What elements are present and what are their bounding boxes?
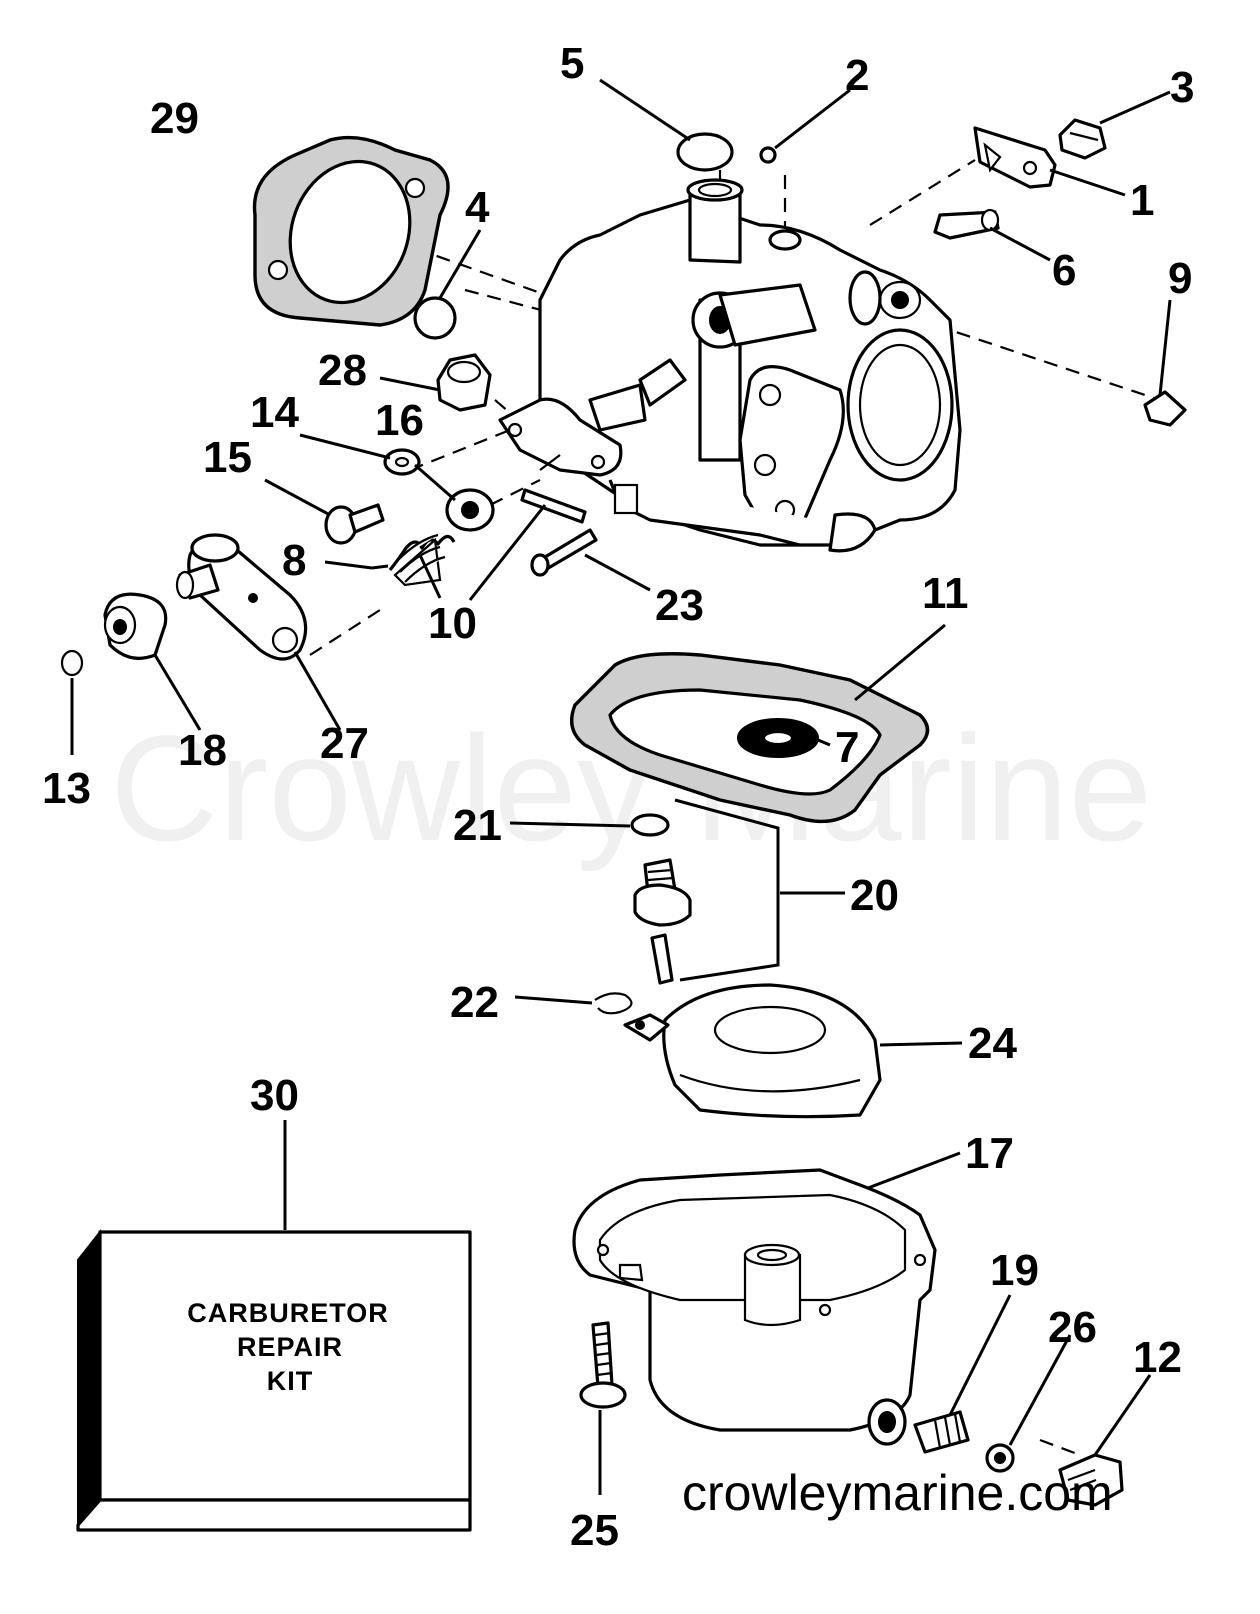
callout-1: 1 <box>1130 176 1154 225</box>
roll-pin <box>520 488 587 524</box>
callout-17: 17 <box>965 1129 1014 1178</box>
hinge-pin-clip <box>594 992 633 1015</box>
callout-16: 16 <box>375 396 424 445</box>
washer-16 <box>445 488 495 532</box>
callout-29: 29 <box>150 94 199 143</box>
callout-14: 14 <box>250 388 299 437</box>
choke-shaft-pin <box>933 208 1000 240</box>
bracket-screw <box>1058 118 1107 160</box>
callout-4: 4 <box>465 183 490 232</box>
website-credit: crowleymarine.com <box>682 1465 1113 1521</box>
leader-lines <box>70 78 1172 1495</box>
washer-14 <box>383 448 421 476</box>
callout-5: 5 <box>560 39 584 88</box>
carburetor-body <box>498 178 962 553</box>
callout-9: 9 <box>1168 254 1192 303</box>
callout-30: 30 <box>250 1071 299 1120</box>
callout-11: 11 <box>922 569 969 618</box>
needle-seat <box>633 858 692 927</box>
callout-6: 6 <box>1052 246 1076 295</box>
callout-13: 13 <box>42 764 91 813</box>
kit-label-line1: CARBURETOR <box>187 1298 389 1328</box>
callout-labels: 1 2 3 4 5 6 7 8 9 10 11 12 13 14 15 16 1… <box>42 39 1194 1555</box>
callout-27: 27 <box>320 719 369 768</box>
jet-gasket <box>985 1443 1015 1473</box>
seat-gasket <box>630 813 670 837</box>
throttle-spring <box>371 533 456 587</box>
callout-8: 8 <box>282 536 306 585</box>
kit-label-line3: KIT <box>267 1366 314 1396</box>
callout-28: 28 <box>318 346 367 395</box>
lever-roller <box>103 592 168 660</box>
callout-21: 21 <box>453 801 502 850</box>
vent-ball <box>759 146 777 164</box>
callout-25: 25 <box>570 1506 619 1555</box>
throttle-lever <box>175 533 308 661</box>
float-bowl-plug <box>676 132 734 172</box>
check-ball <box>413 296 457 340</box>
callout-18: 18 <box>178 726 227 775</box>
lever-screw <box>324 503 385 545</box>
callout-2: 2 <box>845 51 869 100</box>
callout-15: 15 <box>203 433 252 482</box>
callout-3: 3 <box>1170 63 1194 112</box>
callout-19: 19 <box>990 1246 1039 1295</box>
callout-22: 22 <box>450 978 499 1027</box>
float <box>623 983 882 1119</box>
nut <box>436 353 492 412</box>
choke-bracket <box>973 126 1057 189</box>
callout-12: 12 <box>1133 1333 1182 1382</box>
bowl-screw <box>579 1321 627 1409</box>
long-screw <box>530 528 598 577</box>
inlet-needle <box>650 933 674 985</box>
plug-screw <box>1143 390 1187 427</box>
callout-10: 10 <box>428 599 477 648</box>
callout-7: 7 <box>835 723 859 772</box>
high-speed-jet <box>913 1410 970 1454</box>
bowl-gasket <box>570 652 930 824</box>
kit-label-line2: REPAIR <box>237 1332 343 1362</box>
callout-23: 23 <box>655 581 704 630</box>
callout-26: 26 <box>1048 1303 1097 1352</box>
callout-20: 20 <box>850 871 899 920</box>
carburetor-repair-kit: CARBURETOR REPAIR KIT <box>76 1229 472 1532</box>
flange-gasket <box>252 135 450 327</box>
callout-24: 24 <box>968 1019 1017 1068</box>
o-ring-13 <box>60 649 84 677</box>
float-bowl <box>572 1168 937 1446</box>
